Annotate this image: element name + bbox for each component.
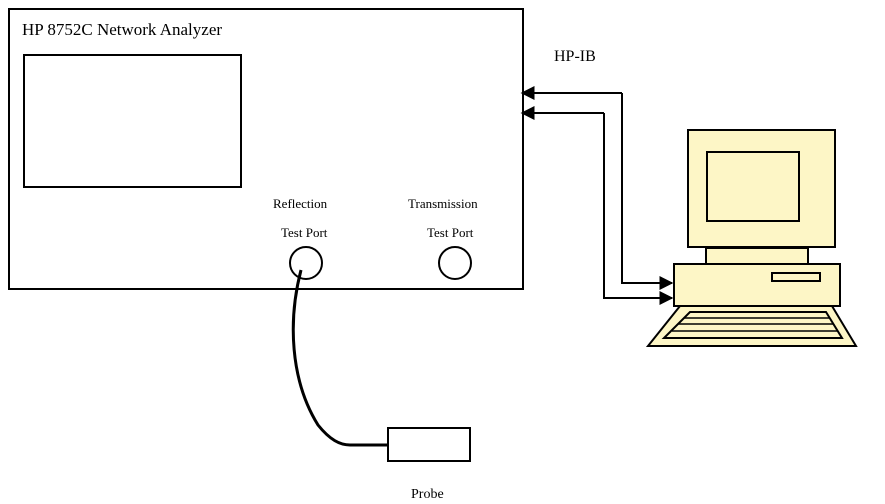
hpib-line-lower xyxy=(603,113,674,305)
reflection-port-label: Test Port xyxy=(281,225,328,240)
transmission-label: Transmission xyxy=(408,196,478,211)
hpib-line-upper xyxy=(621,93,674,290)
probe-cable xyxy=(291,269,388,447)
hpib-label: HP-IB xyxy=(554,48,596,65)
computer-keyboard-keys xyxy=(661,311,844,339)
reflection-test-port xyxy=(289,246,323,280)
probe-label: Probe xyxy=(411,487,444,502)
probe-body xyxy=(387,427,471,462)
computer xyxy=(645,129,858,347)
hpib-bus xyxy=(520,86,674,305)
computer-monitor-screen xyxy=(706,151,800,222)
computer-system-unit xyxy=(673,263,841,307)
computer-monitor-stand xyxy=(705,247,809,265)
computer-drive-slot xyxy=(771,272,821,282)
analyzer-screen xyxy=(23,54,242,188)
transmission-port-label: Test Port xyxy=(427,225,474,240)
analyzer-title: HP 8752C Network Analyzer xyxy=(22,20,223,39)
reflection-label: Reflection xyxy=(273,196,328,211)
transmission-test-port xyxy=(438,246,472,280)
